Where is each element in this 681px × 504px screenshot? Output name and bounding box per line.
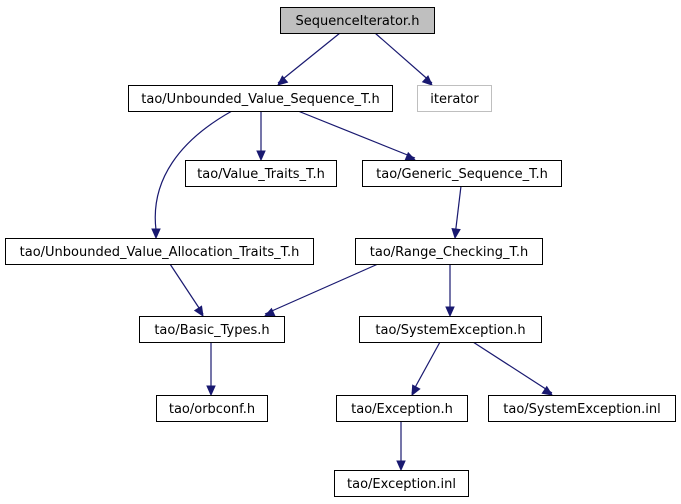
edge-exception-h-to-exception-inl [396, 421, 406, 472]
node-exception-inl[interactable]: tao/Exception.inl [334, 470, 469, 497]
node-box[interactable] [156, 395, 268, 422]
edge-unbounded-value-sequence-to-value-traits [256, 111, 266, 162]
node-label: tao/SystemException.h [375, 323, 525, 338]
edge-line [411, 341, 441, 394]
node-box[interactable] [359, 316, 542, 343]
node-box[interactable] [128, 85, 393, 112]
edge-line [454, 185, 462, 237]
edge-sequenceiterator-to-unbounded-value-sequence [277, 32, 341, 86]
node-box[interactable] [185, 160, 337, 187]
node-orbconf[interactable]: tao/orbconf.h [156, 395, 268, 422]
arrow-head [445, 306, 455, 318]
node-iterator[interactable]: iterator [417, 85, 492, 112]
arrow-head [451, 228, 461, 240]
node-box[interactable] [280, 7, 435, 34]
node-label: tao/Generic_Sequence_T.h [376, 167, 548, 182]
node-box[interactable] [334, 470, 469, 497]
node-label: tao/SystemException.inl [503, 402, 660, 417]
node-box[interactable] [355, 238, 543, 265]
arrow-head [256, 150, 266, 162]
arrow-head [421, 75, 433, 86]
nodes: SequenceIterator.h tao/Unbounded_Value_Se… [5, 7, 676, 497]
edge-line [154, 110, 233, 231]
edge-line [277, 32, 341, 84]
node-box[interactable] [5, 238, 314, 265]
arrow-head [404, 151, 417, 161]
node-label: tao/Value_Traits_T.h [197, 167, 325, 182]
edge-line [264, 263, 379, 315]
node-sequenceiterator[interactable]: SequenceIterator.h [280, 7, 435, 34]
node-range-checking[interactable]: tao/Range_Checking_T.h [355, 238, 543, 265]
node-label: SequenceIterator.h [296, 14, 420, 29]
node-exception-h[interactable]: tao/Exception.h [336, 395, 468, 422]
node-label: tao/Unbounded_Value_Sequence_T.h [141, 92, 379, 107]
node-label: tao/Range_Checking_T.h [370, 245, 528, 260]
arrow-head [396, 460, 406, 472]
node-systemexception-inl[interactable]: tao/SystemException.inl [488, 395, 676, 422]
node-label: tao/Exception.inl [347, 477, 456, 492]
edge-unbounded-value-allocation-traits-to-basic-types [169, 263, 204, 318]
node-basic-types[interactable]: tao/Basic_Types.h [139, 316, 285, 343]
arrow-head [541, 385, 554, 396]
edge-systemexception-h-to-exception-h [411, 341, 441, 397]
edge-line [297, 110, 416, 159]
edge-unbounded-value-sequence-to-generic-sequence [297, 110, 417, 161]
node-box[interactable] [362, 160, 562, 187]
node-label: tao/orbconf.h [169, 402, 255, 417]
edge-line [472, 341, 553, 394]
node-unbounded-value-allocation-traits[interactable]: tao/Unbounded_Value_Allocation_Traits_T.… [5, 238, 314, 265]
node-value-traits[interactable]: tao/Value_Traits_T.h [185, 160, 337, 187]
arrow-head [206, 385, 216, 397]
node-box[interactable] [139, 316, 285, 343]
edge-unbounded-value-sequence-to-unbounded-value-allocation-traits [151, 110, 233, 240]
node-box[interactable] [488, 395, 676, 422]
node-generic-sequence[interactable]: tao/Generic_Sequence_T.h [362, 160, 562, 187]
node-label: tao/Exception.h [351, 402, 453, 417]
arrow-head [151, 228, 161, 240]
node-unbounded-value-sequence[interactable]: tao/Unbounded_Value_Sequence_T.h [128, 85, 393, 112]
edge-line [169, 263, 204, 315]
edge-sequenceiterator-to-iterator [374, 32, 433, 86]
node-box[interactable] [417, 85, 492, 112]
arrow-head [193, 305, 204, 318]
edge-line [374, 32, 433, 84]
edge-range-checking-to-basic-types [263, 263, 379, 317]
node-label: iterator [430, 92, 479, 107]
edges [151, 32, 554, 472]
arrow-head [411, 384, 421, 397]
edge-generic-sequence-to-range-checking [451, 185, 462, 240]
edge-basic-types-to-orbconf [206, 342, 216, 397]
edge-systemexception-h-to-systemexception-inl [472, 341, 554, 396]
node-label: tao/Unbounded_Value_Allocation_Traits_T.… [20, 245, 300, 260]
node-box[interactable] [336, 395, 468, 422]
node-label: tao/Basic_Types.h [154, 323, 269, 338]
arrow-head [277, 75, 289, 86]
arrow-head [263, 307, 276, 317]
edge-range-checking-to-systemexception-h [445, 264, 455, 318]
node-systemexception-h[interactable]: tao/SystemException.h [359, 316, 542, 343]
